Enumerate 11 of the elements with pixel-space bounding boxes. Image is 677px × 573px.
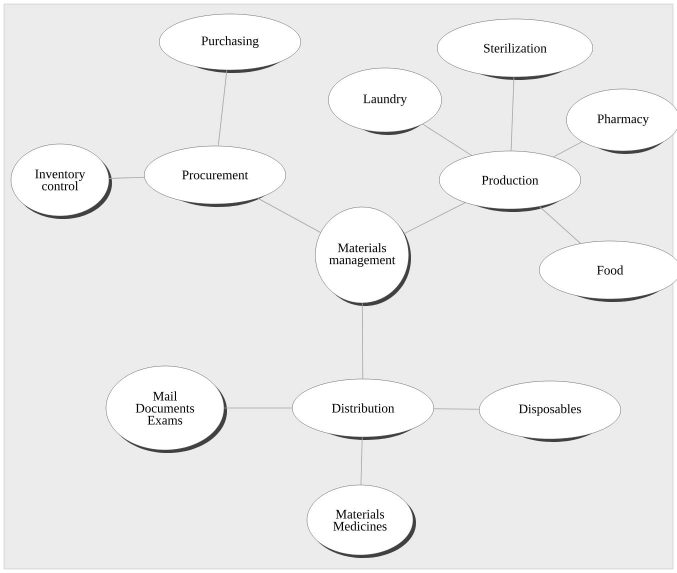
connector-line [108,176,145,179]
connector-line [360,436,363,486]
connector-line [433,408,480,410]
connector-line [218,70,228,146]
connector-line [404,202,466,234]
connector-line [539,206,581,244]
connector-line [422,124,472,156]
connector-line [510,76,514,152]
connector-line [553,141,583,158]
connector-line [362,302,364,380]
connector-line [257,198,321,233]
